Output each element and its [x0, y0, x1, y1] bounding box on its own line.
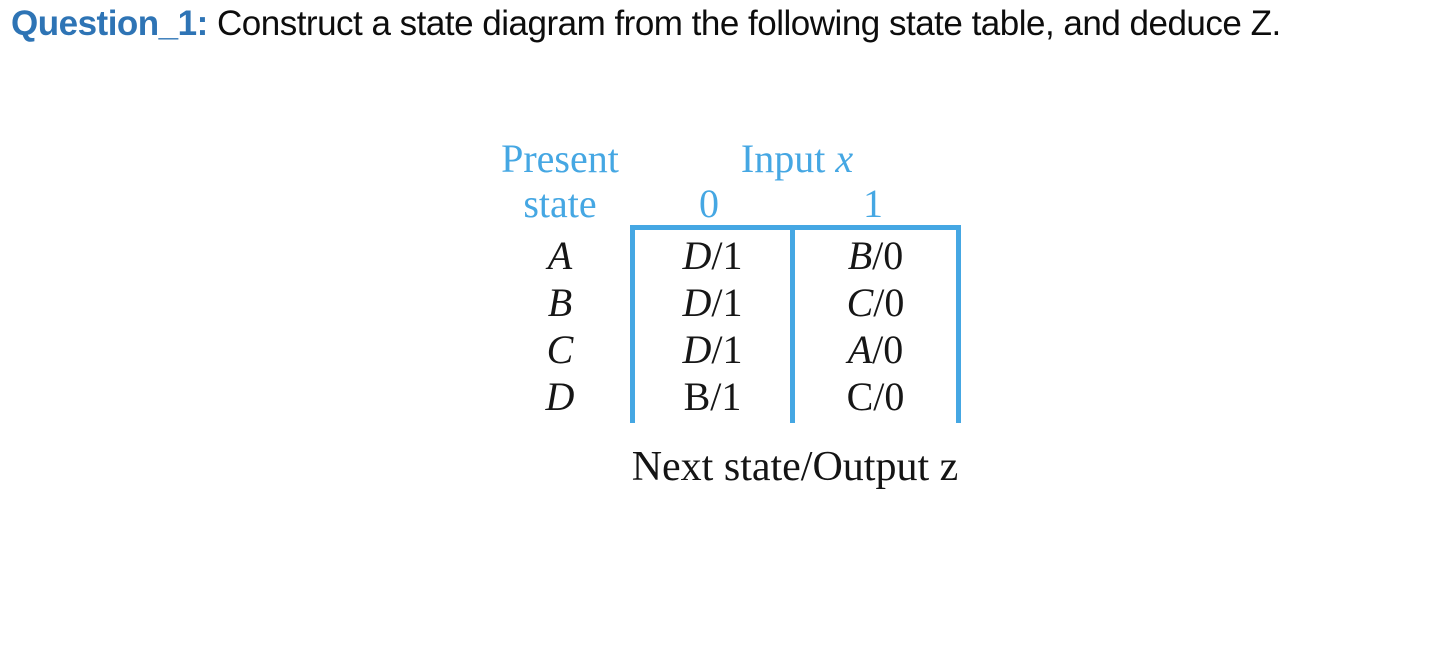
- question-title: Question_1: Construct a state diagram fr…: [11, 4, 1441, 44]
- output-part: /0: [872, 326, 904, 372]
- state-label-row: B: [547, 279, 573, 325]
- next-state-letter: C: [846, 373, 874, 419]
- column-label-1: 1: [863, 181, 883, 226]
- state-label-row: A: [547, 232, 573, 278]
- output-part: /0: [872, 232, 904, 278]
- question-text: Construct a state diagram from the follo…: [207, 4, 1281, 43]
- table-cell: B/0: [795, 232, 956, 279]
- table-cell: C/0: [795, 279, 956, 326]
- next-state-letter: D: [682, 279, 712, 325]
- column-label-0: 0: [699, 181, 719, 226]
- table-caption: Next state/Output z: [631, 444, 959, 490]
- present-state-column: A B C D: [510, 232, 610, 420]
- table-top-rule: [630, 225, 961, 230]
- table-cell: D/1: [635, 232, 790, 279]
- next-state-column-x1: B/0 C/0 A/0 C/0: [795, 232, 956, 420]
- next-state-letter: C: [846, 279, 874, 325]
- output-part: /1: [711, 232, 743, 278]
- table-left-rule: [630, 225, 635, 423]
- next-state-letter: D: [682, 232, 712, 278]
- output-part: /1: [711, 326, 743, 372]
- state-label-row: C: [546, 326, 574, 372]
- question-label: Question_1:: [11, 4, 208, 43]
- output-part: /1: [710, 373, 742, 419]
- state-label-row: D: [545, 373, 575, 419]
- output-part: /1: [711, 279, 743, 325]
- next-state-letter: B: [683, 373, 711, 419]
- table-cell: D/1: [635, 279, 790, 326]
- present-state-header-line2: state: [523, 181, 597, 226]
- next-state-column-x0: D/1 D/1 D/1 B/1: [635, 232, 790, 420]
- output-part: /0: [873, 279, 905, 325]
- input-header-word: Input: [740, 136, 836, 181]
- input-x-header: Input x: [697, 139, 897, 179]
- next-state-letter: A: [847, 326, 873, 372]
- present-state-header-line1: Present: [501, 136, 619, 181]
- table-cell: C/0: [795, 373, 956, 420]
- next-state-letter: B: [847, 232, 873, 278]
- table-middle-rule: [790, 225, 795, 423]
- table-cell: D/1: [635, 326, 790, 373]
- table-cell: B/1: [635, 373, 790, 420]
- next-state-letter: D: [682, 326, 712, 372]
- table-right-rule: [956, 225, 961, 423]
- input-variable-x: x: [835, 136, 854, 181]
- table-cell: A/0: [795, 326, 956, 373]
- output-part: /0: [873, 373, 905, 419]
